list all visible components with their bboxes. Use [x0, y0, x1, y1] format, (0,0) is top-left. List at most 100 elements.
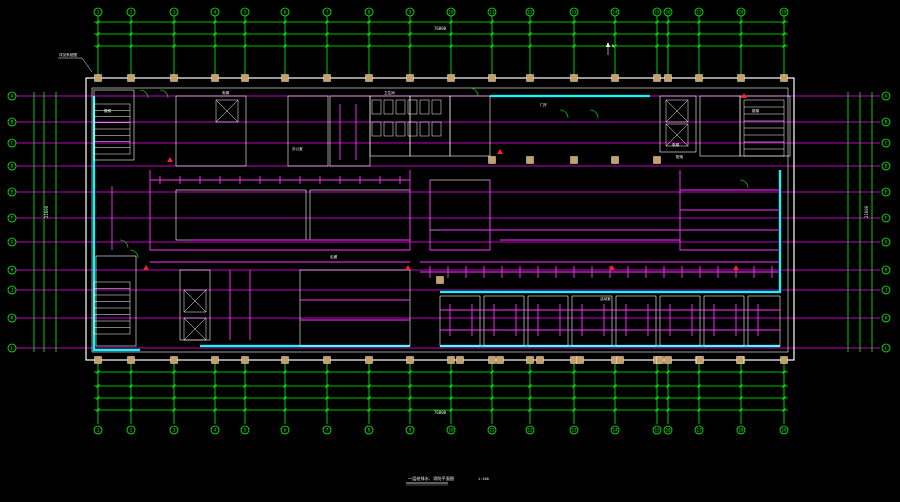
- building-plan: [85, 77, 795, 361]
- axis-label-top: 7: [326, 10, 329, 15]
- room-partition: [329, 95, 371, 167]
- column: [695, 74, 703, 82]
- dim-tick: [655, 396, 659, 400]
- room-label: 电梯: [672, 142, 680, 147]
- dim-tick: [655, 408, 659, 412]
- axis-bubble-right: [881, 265, 891, 275]
- door-swing: [589, 109, 599, 119]
- dim-tick: [172, 370, 176, 374]
- axis-bubble-left: [7, 161, 17, 171]
- column: [570, 156, 578, 164]
- axis-bubble-left: [7, 265, 17, 275]
- dim-tick: [213, 32, 217, 36]
- axis-label-right: G: [885, 240, 888, 245]
- column: [170, 74, 178, 82]
- dim-tick: [96, 408, 100, 412]
- column: [211, 74, 219, 82]
- hydrant-mark: [497, 149, 503, 154]
- axis-label-top: 11: [489, 10, 495, 15]
- dim-tick: [129, 32, 133, 36]
- axis-bubble-left: [7, 117, 17, 127]
- dim-tick: [528, 384, 532, 388]
- toilet-stall: [383, 99, 394, 115]
- axis-bubble-right: [881, 187, 891, 197]
- axis-label-bottom: 3: [173, 428, 176, 433]
- dim-tick: [572, 370, 576, 374]
- axis-label-top: 9: [409, 10, 412, 15]
- axis-bubble-top: [210, 7, 220, 17]
- axis-bubble-right: [881, 91, 891, 101]
- axis-bubble-top: [694, 7, 704, 17]
- dim-tick: [782, 44, 786, 48]
- column: [526, 156, 534, 164]
- dim-tick: [572, 384, 576, 388]
- dim-tick: [96, 396, 100, 400]
- dim-tick: [613, 20, 617, 24]
- dim-tick: [449, 408, 453, 412]
- axis-label-right: H: [885, 268, 888, 273]
- axis-label-top: 5: [244, 10, 247, 15]
- elevator-cross: [665, 99, 689, 123]
- dim-tick: [666, 20, 670, 24]
- column: [127, 356, 135, 364]
- dim-tick: [243, 396, 247, 400]
- dim-tick: [172, 384, 176, 388]
- column: [664, 74, 672, 82]
- toilet-stall: [419, 99, 430, 115]
- axis-label-top: 4: [214, 10, 217, 15]
- axis-bubble-bottom: [525, 425, 535, 435]
- axis-label-right: F: [885, 216, 888, 221]
- dim-tick: [283, 384, 287, 388]
- axis-bubble-left: [7, 237, 17, 247]
- dim-tick: [613, 408, 617, 412]
- column: [365, 356, 373, 364]
- dim-tick: [613, 32, 617, 36]
- axis-label-left: K: [11, 316, 14, 321]
- column: [323, 356, 331, 364]
- axis-bubble-left: [7, 285, 17, 295]
- drawing-scale: 1:100: [478, 477, 489, 481]
- dim-tick: [367, 370, 371, 374]
- room-partition: [527, 295, 569, 347]
- dim-tick: [283, 32, 287, 36]
- dim-tick: [739, 384, 743, 388]
- dim-tick: [655, 20, 659, 24]
- dim-tick: [325, 384, 329, 388]
- axis-label-left: H: [11, 268, 14, 273]
- note-callout: 详见系统图: [58, 52, 93, 73]
- room-partition: [175, 189, 307, 241]
- axis-bubble-top: [569, 7, 579, 17]
- dim-tick: [655, 370, 659, 374]
- room-partition: [95, 255, 137, 347]
- dim-tick: [697, 20, 701, 24]
- room-partition: [409, 95, 451, 157]
- axis-bubble-bottom: [736, 425, 746, 435]
- dim-tick: [782, 396, 786, 400]
- column: [323, 74, 331, 82]
- column: [365, 74, 373, 82]
- column: [281, 356, 289, 364]
- axis-bubble-left: [7, 138, 17, 148]
- dim-tick: [666, 408, 670, 412]
- axis-bubble-bottom: [126, 425, 136, 435]
- dim-tick: [782, 32, 786, 36]
- door-swing: [559, 109, 569, 119]
- axis-label-bottom: 11: [489, 428, 495, 433]
- hydrant-mark: [143, 265, 149, 270]
- axis-bubble-right: [881, 237, 891, 247]
- dim-tick: [528, 408, 532, 412]
- dim-tick: [739, 20, 743, 24]
- room-partition: [309, 189, 411, 241]
- axis-bubble-top: [405, 7, 415, 17]
- axis-label-left: F: [11, 216, 14, 221]
- axis-label-bottom: 16: [665, 428, 671, 433]
- column: [94, 74, 102, 82]
- toilet-stall: [383, 121, 394, 137]
- dim-tick: [528, 44, 532, 48]
- axis-bubble-bottom: [487, 425, 497, 435]
- room-partition: [439, 295, 481, 347]
- axis-bubble-top: [280, 7, 290, 17]
- dim-tick: [528, 32, 532, 36]
- toilet-stall: [371, 99, 382, 115]
- column: [211, 356, 219, 364]
